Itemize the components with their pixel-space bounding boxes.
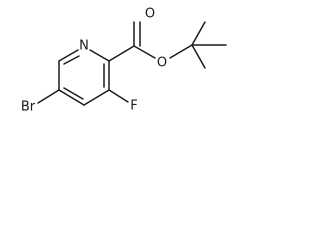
bond-c4-c5-inner [63,87,84,100]
bond-o-cq [169,44,193,59]
bond-c6-n [58,49,79,62]
molecule-structure: N O O F Br [21,7,227,115]
bond-c6-n-inner [63,55,80,65]
atom-fluorine: F [130,99,137,114]
atom-nitrogen: N [79,39,89,54]
bond-c3-c4 [83,89,110,106]
bond-c3-f [108,89,129,103]
bond-cq-me-down [191,44,206,69]
atom-bromine: Br [21,100,36,115]
bond-n-c2 [89,49,110,62]
bond-c2-carbonyl [108,45,135,62]
bond-c5-br [37,89,60,104]
bond-cq-me-up [191,21,206,46]
atom-carbonyl-oxygen: O [145,7,155,22]
structure-canvas: N O O F Br [0,0,260,138]
bond-c4-c5 [58,89,85,106]
atom-ester-oxygen: O [157,56,167,71]
bond-c-o-single [133,45,156,59]
